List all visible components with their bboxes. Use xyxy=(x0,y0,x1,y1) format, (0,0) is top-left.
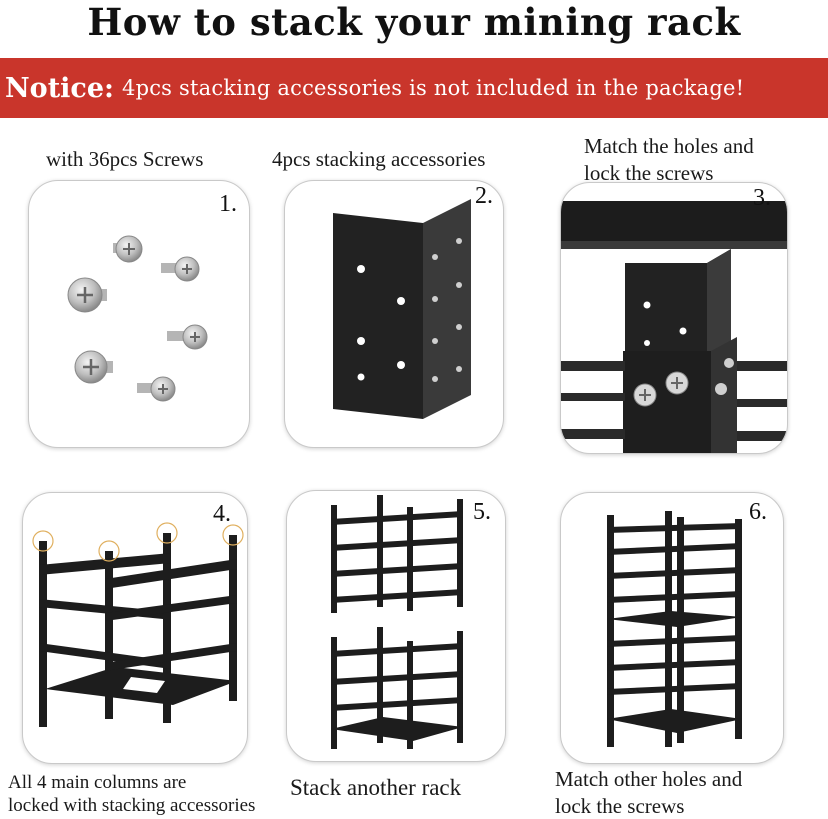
step-4-caption-line-1: All 4 main columns are xyxy=(8,772,187,793)
step-4-panel: 4. xyxy=(22,492,248,764)
step-3-caption-line-1: Match the holes and xyxy=(584,134,754,158)
notice-label: Notice: xyxy=(5,72,115,104)
step-3-caption-line-2: lock the screws xyxy=(584,161,714,185)
screw-6 xyxy=(137,376,176,402)
screw-1 xyxy=(113,235,143,263)
step-4-caption-line-2: locked with stacking accessories xyxy=(8,795,256,816)
step-3-number: 3. xyxy=(753,185,771,211)
stacking-bracket-illustration xyxy=(333,199,471,419)
step-5-panel: 5. xyxy=(286,490,506,762)
notice-message: 4pcs stacking accessories is not include… xyxy=(122,76,745,100)
step-5-caption: Stack another rack xyxy=(290,775,462,800)
step-2-number: 2. xyxy=(475,183,493,209)
step-1-panel: 1. xyxy=(28,180,250,448)
notice-banner: Notice: 4pcs stacking accessories is not… xyxy=(0,58,828,118)
screws-illustration xyxy=(67,235,208,402)
two-racks-illustration xyxy=(331,495,463,749)
step-6-caption-line-1: Match other holes and xyxy=(555,767,743,791)
page-title: How to stack your mining rack xyxy=(87,0,741,44)
step-3-panel: 3. xyxy=(560,182,788,454)
step-1-number: 1. xyxy=(219,191,237,217)
stacked-rack-illustration xyxy=(607,511,742,747)
step-1-caption: with 36pcs Screws xyxy=(46,147,204,171)
screw-3 xyxy=(67,277,107,313)
step-2-caption: 4pcs stacking accessories xyxy=(272,147,486,171)
step-4-number: 4. xyxy=(213,501,231,527)
screw-2 xyxy=(161,256,200,282)
screw-5 xyxy=(74,350,113,384)
screw-4 xyxy=(167,324,208,350)
step-5-number: 5. xyxy=(473,499,491,525)
bracket-mounted-illustration xyxy=(561,201,787,453)
single-rack-illustration xyxy=(32,522,244,727)
step-2-panel: 2. xyxy=(284,180,504,448)
step-6-panel: 6. xyxy=(560,492,784,764)
step-6-number: 6. xyxy=(749,499,767,525)
step-6-caption-line-2: lock the screws xyxy=(555,794,685,818)
